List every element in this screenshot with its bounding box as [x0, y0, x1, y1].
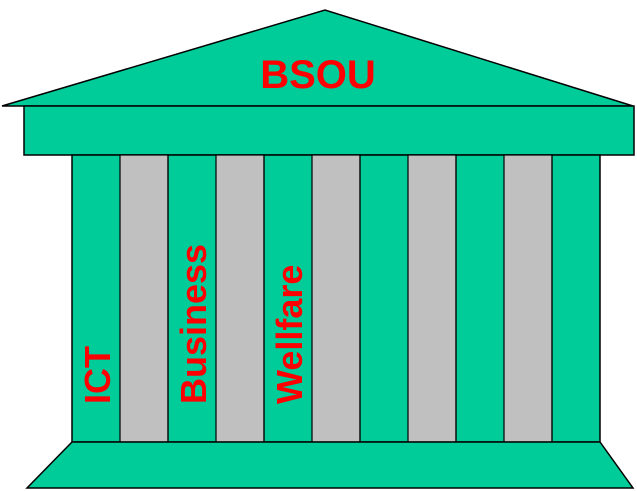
gray-column [215, 154, 265, 443]
roof-title: BSOU [260, 53, 376, 97]
gray-column [407, 154, 457, 443]
green-column-dividers [167, 155, 553, 442]
pillar-label-business: Business [173, 244, 214, 404]
gray-column [311, 154, 361, 443]
gray-column [119, 154, 169, 443]
pillar-label-ict: ICT [77, 346, 118, 404]
entablature-beam [23, 105, 635, 156]
gray-column [503, 154, 553, 443]
pillar-label-wellfare: Wellfare [269, 265, 310, 404]
base-stylobate [25, 441, 635, 489]
